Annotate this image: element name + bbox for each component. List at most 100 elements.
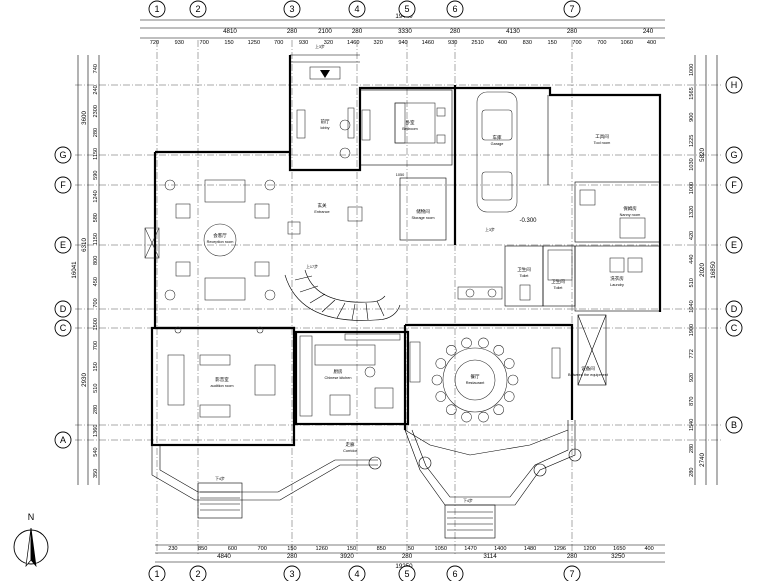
room-label-audition-en: audition room [210,384,233,388]
dim-right-detail-1: 1565 [689,87,695,99]
mark-1050: 1050 [396,173,404,177]
svg-text:1: 1 [154,569,159,579]
chair-icon [478,337,489,349]
dim-top-s4: 280 [567,28,578,35]
dim-bottom-s1: 280 [287,553,298,560]
top-dimensions: 19440 4810 2100 3330 4130 240 280 280 28… [140,13,665,46]
dim-top-5: 240 [643,28,654,35]
svg-text:H: H [731,80,738,90]
dim-right-detail-12: 772 [689,349,695,358]
axis-bubble-left-E: E [54,236,72,254]
dim-top-detail-3: 150 [224,40,233,46]
dim-left-detail-11: 700 [93,298,99,307]
svg-text:6: 6 [452,4,457,14]
dim-left-3: 2930 [81,373,88,387]
room-label-kitchen-cn: 厨房 [334,368,343,375]
axis-bubble-top-5: 5 [398,0,416,18]
axis-bubble-right-G: G [725,146,743,164]
dim-left-detail-14: 150 [93,362,99,371]
dim-left-detail-0: 740 [93,64,99,73]
dim-right-3: 2740 [699,453,706,467]
room-label-bath2-en: Toilet [554,286,564,290]
chair-icon [493,404,504,415]
right-detail-dims: 1000156590012251030100013204204405101040… [689,64,695,477]
axis-bubble-left-C: C [54,319,72,337]
dim-left-detail-18: 540 [93,447,99,456]
dim-left-detail-4: 1150 [93,148,99,160]
room-labels: 前厅 lobby 卧室 Bedroom 车库 Garage 工具间 Tool r… [207,44,641,453]
dim-left-detail-9: 800 [93,256,99,265]
grid-lines [75,40,722,555]
dim-left-detail-7: 580 [93,213,99,222]
room-label-storage-en: Storage room [411,216,434,220]
room-label-entrance-cn: 玄关 [318,202,327,209]
svg-text:G: G [730,150,737,160]
dim-left-detail-16: 280 [93,405,99,414]
chair-icon [431,374,443,386]
steps-label-left: 下4步 [215,476,225,481]
dim-top-detail-12: 930 [448,40,457,46]
chair-icon [435,391,447,402]
dim-left-1: 3600 [81,111,88,125]
dim-top-4: 4130 [506,28,520,35]
dim-left-detail-2: 2300 [93,105,99,117]
chair-icon [507,374,519,386]
chair-icon [461,411,472,423]
dim-bottom-detail-1: 850 [198,546,207,552]
dim-right-total: 16850 [710,261,717,279]
dim-right-detail-6: 1320 [689,206,695,218]
dim-right-detail-3: 1225 [689,135,695,147]
svg-text:5: 5 [404,569,409,579]
dim-top-detail-15: 830 [523,40,532,46]
svg-text:4: 4 [354,569,359,579]
svg-text:D: D [60,304,67,314]
dim-right-detail-11: 1900 [689,324,695,336]
svg-text:7: 7 [569,569,574,579]
dim-right-detail-8: 440 [689,254,695,263]
axis-bubble-top-3: 3 [283,0,301,18]
room-label-storage-cn: 储物间 [416,208,430,215]
axis-bubble-top-6: 6 [446,0,464,18]
dim-top-detail-9: 320 [373,40,382,46]
room-label-reception-en: Reception room [207,240,234,244]
left-dimensions: 16041 3600 6310 2930 7402402300280115059… [71,55,100,485]
room-label-toilet-cn: 卫生间 [517,266,531,273]
axis-bubble-bottom-6: 6 [446,565,464,583]
dim-right-2: 2020 [699,263,706,277]
dim-left-detail-13: 700 [93,341,99,350]
room-label-kitchen-en: Chinese kitchen [324,376,351,380]
dim-right-detail-10: 1040 [689,300,695,312]
dim-right-detail-2: 900 [689,112,695,121]
dim-top-detail-17: 700 [572,40,581,46]
dim-left-detail-3: 280 [93,128,99,137]
dim-top-detail-2: 700 [199,40,208,46]
dim-right-1: 5820 [699,148,706,162]
svg-text:B: B [731,420,737,430]
chair-icon [446,345,457,356]
dim-top-detail-0: 720 [150,40,159,46]
room-label-restaurant-cn: 餐厅 [471,373,480,380]
dim-top-detail-13: 2510 [471,40,483,46]
room-label-garage-cn: 车库 [493,134,502,141]
dim-left-detail-15: 510 [93,383,99,392]
dim-left-2: 6310 [81,238,88,252]
room-label-bedroom-cn: 卧室 [406,119,415,126]
dim-right-detail-4: 1030 [689,158,695,170]
room-label-laundry-cn: 洗衣房 [610,275,624,282]
svg-text:2: 2 [195,569,200,579]
dim-bottom-detail-14: 1200 [583,546,595,552]
dim-bottom-detail-4: 150 [287,546,296,552]
room-label-lobby-en: lobby [320,126,329,130]
chair-icon [493,345,504,356]
svg-text:6: 6 [452,569,457,579]
chair-icon [478,411,489,423]
dim-bottom-detail-15: 1650 [613,546,625,552]
axis-bubble-right-E: E [725,236,743,254]
dim-top-detail-4: 1250 [248,40,260,46]
room-label-bath2-cn: 卫生间 [551,278,565,285]
dim-left-detail-10: 450 [93,277,99,286]
room-label-equipment-en: Between the equipment [568,373,609,377]
dim-right-detail-0: 1000 [689,64,695,76]
